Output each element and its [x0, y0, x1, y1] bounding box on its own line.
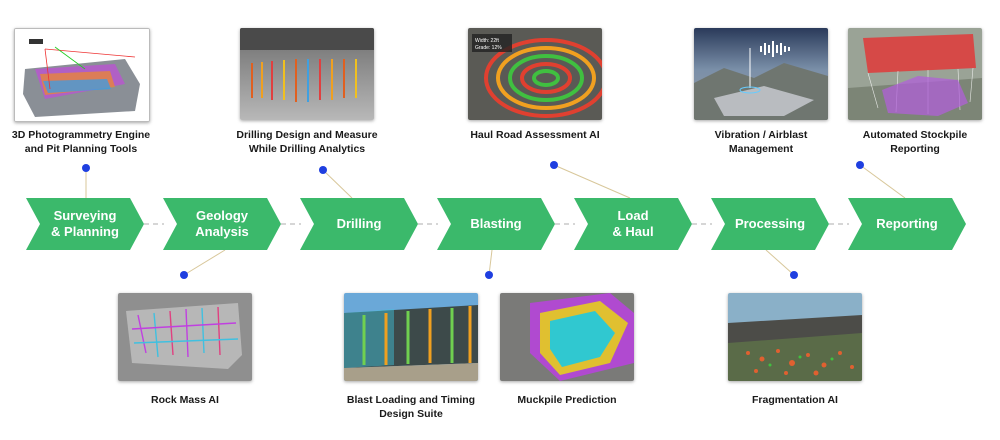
connector-dot — [485, 271, 493, 279]
stage-label: Reporting — [876, 216, 938, 231]
connector-dot — [550, 161, 558, 169]
drilling-label: Drilling Design and Measure While Drilli… — [236, 129, 378, 155]
stage-load-haul: Load & Haul — [574, 198, 692, 250]
photogrammetry-label: 3D Photogrammetry Engine and Pit Plannin… — [11, 129, 151, 155]
haul-road-label: Haul Road Assessment AI — [470, 129, 600, 141]
blast-loading-label: Blast Loading and Timing Design Suite — [346, 394, 476, 420]
connector-dot — [82, 164, 90, 172]
stage-reporting: Reporting — [848, 198, 966, 250]
drilling-image — [240, 28, 374, 120]
rock-mass-label: Rock Mass AI — [151, 394, 219, 406]
fragmentation-label: Fragmentation AI — [752, 394, 838, 406]
stage-processing: Processing — [711, 198, 829, 250]
stage-surveying-planning: Surveying & Planning — [26, 198, 144, 250]
connector-dot — [319, 166, 327, 174]
connector-dot — [180, 271, 188, 279]
photogrammetry-image — [14, 28, 150, 122]
stockpile-image — [848, 28, 982, 120]
vibration-image — [694, 28, 828, 120]
stage-blasting: Blasting — [437, 198, 555, 250]
stockpile-label: Automated Stockpile Reporting — [862, 129, 968, 155]
rock-mass-image — [118, 293, 252, 381]
connector-dot — [790, 271, 798, 279]
fragmentation-image — [728, 293, 862, 381]
stage-label: Blasting — [470, 216, 522, 231]
stage-label: Surveying & Planning — [51, 208, 119, 239]
stage-drilling: Drilling — [300, 198, 418, 250]
muckpile-label: Muckpile Prediction — [517, 394, 617, 406]
haul-overlay-width: Width: 22ft — [475, 38, 500, 44]
stage-label: Processing — [734, 216, 806, 231]
connector-dot — [856, 161, 864, 169]
muckpile-image — [500, 293, 634, 381]
blast-loading-image — [344, 293, 478, 381]
stage-label: Load & Haul — [612, 208, 654, 239]
haul-overlay-grade: Grade: 12% — [475, 45, 502, 51]
stage-geology-analysis: Geology Analysis — [163, 198, 281, 250]
vibration-label: Vibration / Airblast Management — [714, 129, 808, 155]
haul-road-image: Width: 22ft Grade: 12% — [468, 28, 602, 120]
stage-label: Drilling — [336, 216, 382, 231]
stage-label: Geology Analysis — [195, 208, 249, 239]
